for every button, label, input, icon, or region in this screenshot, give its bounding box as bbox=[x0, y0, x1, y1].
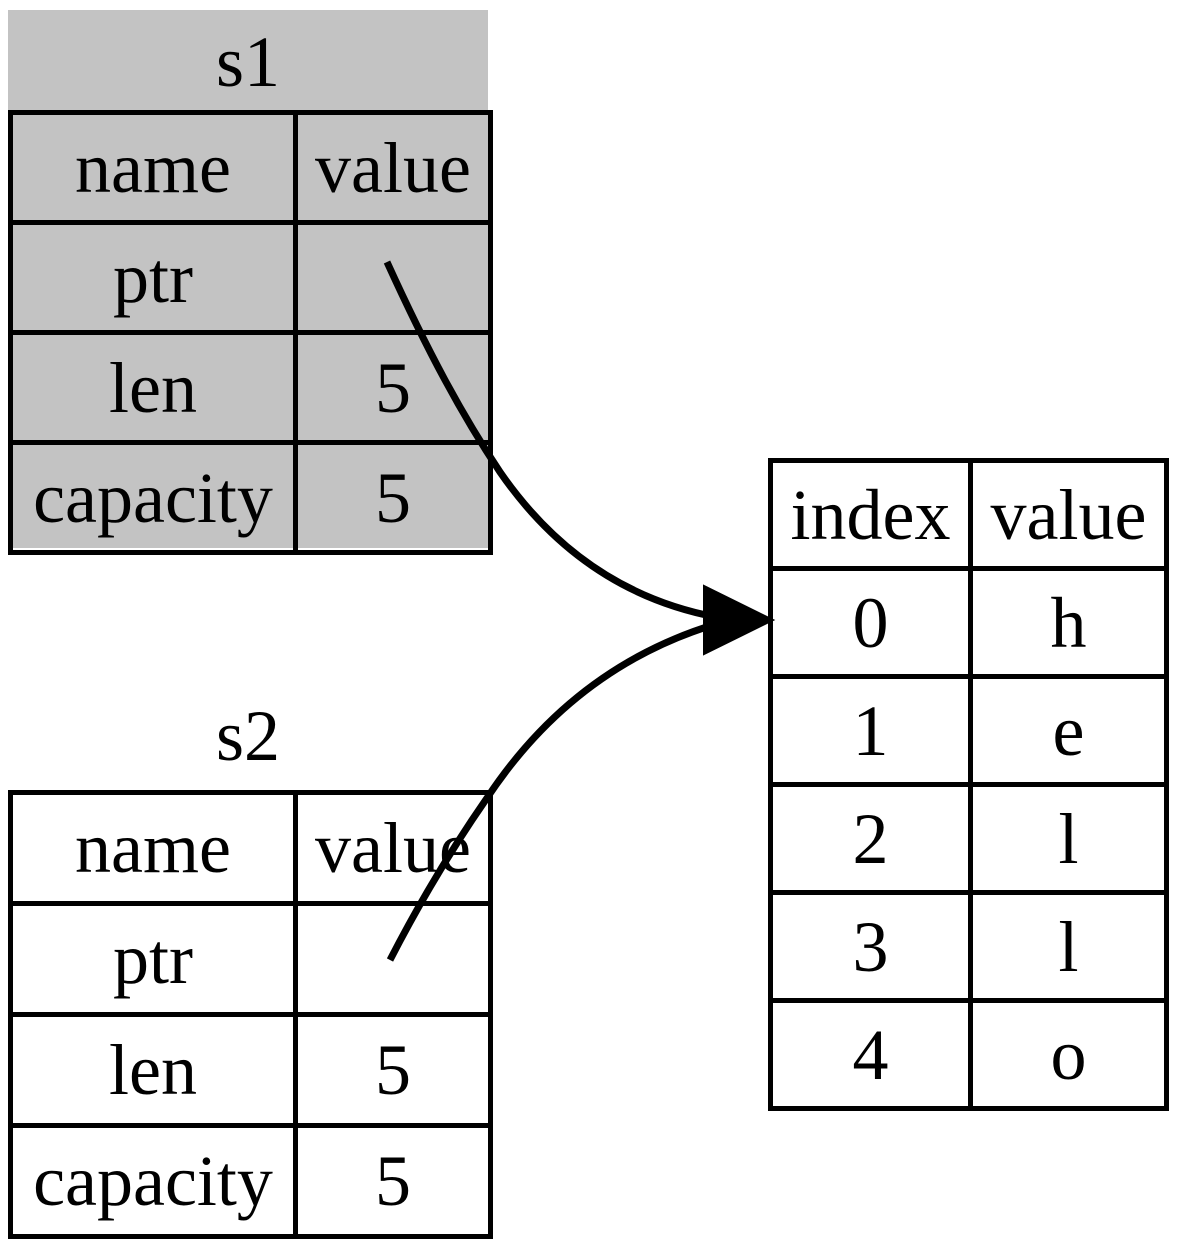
heap-index-4: 4 bbox=[768, 998, 973, 1111]
s1-header-name: name bbox=[8, 110, 298, 225]
s2-capacity-name: capacity bbox=[8, 1123, 298, 1239]
s2-header-name: name bbox=[8, 790, 298, 906]
s1-row-capacity: capacity 5 bbox=[8, 440, 493, 555]
s2-ptr-name: ptr bbox=[8, 901, 298, 1017]
heap-index-2: 2 bbox=[768, 782, 973, 895]
s1-capacity-name: capacity bbox=[8, 440, 298, 555]
heap-row-4: 4 o bbox=[768, 998, 1169, 1111]
heap-header-value: value bbox=[968, 458, 1169, 571]
s1-row-len: len 5 bbox=[8, 330, 493, 445]
s2-len-value: 5 bbox=[293, 1012, 493, 1128]
heap-value-3: l bbox=[968, 890, 1169, 1003]
s1-row-ptr: ptr bbox=[8, 220, 493, 335]
heap-index-3: 3 bbox=[768, 890, 973, 1003]
s1-struct-table: name value ptr len 5 capacity 5 bbox=[8, 110, 493, 555]
pointer-arrowhead bbox=[703, 584, 776, 656]
heap-row-2: 2 l bbox=[768, 782, 1169, 895]
s1-title: s1 bbox=[215, 22, 281, 102]
s2-len-name: len bbox=[8, 1012, 298, 1128]
s1-header-value: value bbox=[293, 110, 493, 225]
s2-ptr-value bbox=[293, 901, 493, 1017]
heap-row-0: 0 h bbox=[768, 566, 1169, 679]
heap-value-1: e bbox=[968, 674, 1169, 787]
s2-title: s2 bbox=[215, 696, 281, 776]
s1-capacity-value: 5 bbox=[293, 440, 493, 555]
heap-buffer-table: index value 0 h 1 e 2 l 3 l 4 o bbox=[768, 458, 1169, 1111]
s2-row-ptr: ptr bbox=[8, 901, 493, 1017]
heap-index-0: 0 bbox=[768, 566, 973, 679]
heap-row-1: 1 e bbox=[768, 674, 1169, 787]
s2-struct-table: name value ptr len 5 capacity 5 bbox=[8, 790, 493, 1239]
s2-capacity-value: 5 bbox=[293, 1123, 493, 1239]
s2-row-len: len 5 bbox=[8, 1012, 493, 1128]
s1-len-value: 5 bbox=[293, 330, 493, 445]
heap-header-index: index bbox=[768, 458, 973, 571]
heap-value-0: h bbox=[968, 566, 1169, 679]
heap-value-4: o bbox=[968, 998, 1169, 1111]
s2-header-value: value bbox=[293, 790, 493, 906]
heap-row-3: 3 l bbox=[768, 890, 1169, 1003]
s1-header-row: name value bbox=[8, 110, 493, 225]
s2-header-row: name value bbox=[8, 790, 493, 906]
s1-ptr-name: ptr bbox=[8, 220, 298, 335]
s2-row-capacity: capacity 5 bbox=[8, 1123, 493, 1239]
heap-value-2: l bbox=[968, 782, 1169, 895]
s1-ptr-value bbox=[293, 220, 493, 335]
s1-len-name: len bbox=[8, 330, 298, 445]
heap-header-row: index value bbox=[768, 458, 1169, 571]
heap-index-1: 1 bbox=[768, 674, 973, 787]
